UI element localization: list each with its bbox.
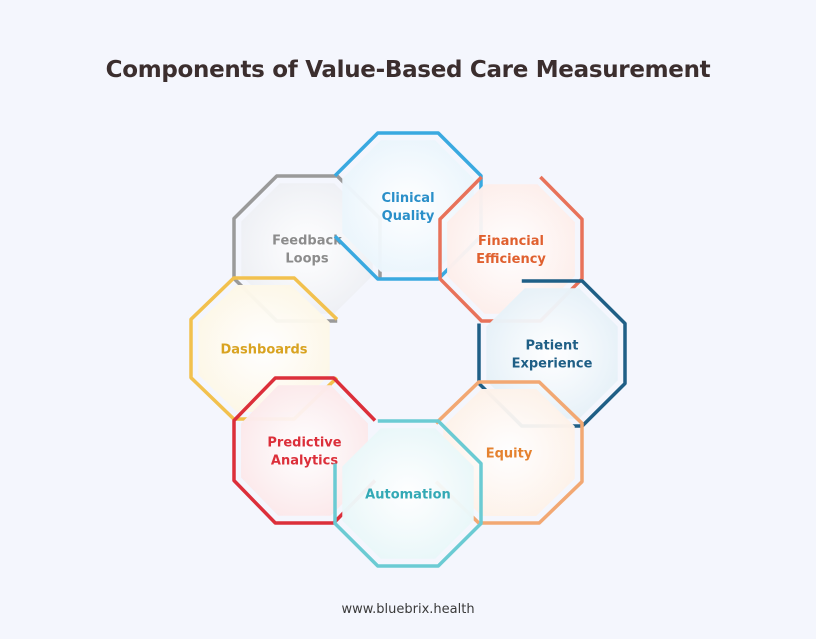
node-label: Efficiency (476, 252, 546, 267)
node-label: Quality (382, 209, 435, 224)
octagon-fill (486, 288, 618, 419)
node-label: Financial (478, 234, 544, 249)
octagon-fill (198, 285, 330, 412)
node-label: Predictive (267, 436, 341, 451)
footer-url: www.bluebrix.health (341, 602, 475, 617)
octagon-fill (342, 428, 474, 559)
node-label: Loops (285, 252, 328, 267)
octagon-outline (434, 380, 584, 525)
node-label: Experience (512, 357, 593, 372)
node-automation: Automation (333, 419, 483, 568)
octagon-fill (241, 183, 373, 314)
diagram-title: Components of Value-Based Care Measureme… (105, 57, 711, 83)
octagon-outline (232, 376, 377, 525)
node-label: Feedback (272, 234, 342, 249)
node-label: Automation (365, 488, 451, 503)
octagon-fill (443, 389, 575, 516)
node-label: Analytics (271, 454, 338, 469)
node-label: Equity (486, 447, 533, 462)
node-label: Dashboards (220, 343, 307, 358)
node-equity: Equity (434, 380, 584, 525)
node-label: Patient (526, 339, 579, 354)
node-label: Clinical (381, 191, 434, 206)
octagon-outline (333, 419, 483, 568)
